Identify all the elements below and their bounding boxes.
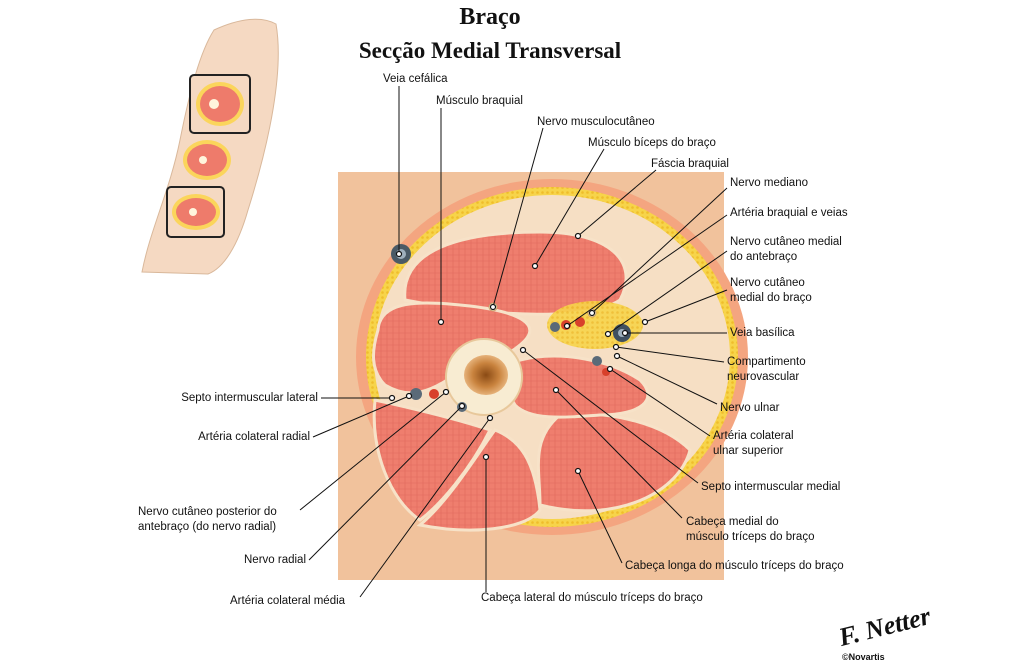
label-nervo-mediano: Nervo mediano <box>730 177 808 189</box>
label-septo-medial: Septo intermuscular medial <box>701 481 841 493</box>
label-nervo-radial: Nervo radial <box>244 554 306 566</box>
label-septo-lateral: Septo intermuscular lateral <box>181 392 318 404</box>
arm-thumbnail <box>141 18 279 275</box>
leader-lines <box>299 86 728 598</box>
label-fascia-braquial: Fáscia braquial <box>651 158 729 170</box>
label-arteria-colateral-radial: Artéria colateral radial <box>198 431 310 443</box>
label-cabeca-lateral: Cabeça lateral do músculo tríceps do bra… <box>481 592 703 604</box>
label-arteria-colateral-media: Artéria colateral média <box>230 595 346 607</box>
label-veia-basilica: Veia basílica <box>730 327 795 339</box>
label-nervo-ulnar: Nervo ulnar <box>720 402 780 414</box>
label-markers <box>388 232 649 475</box>
page-title: Braço <box>459 4 521 30</box>
page-subtitle: Secção Medial Transversal <box>358 38 622 63</box>
label-nervo-musculocutaneo: Nervo musculocutâneo <box>537 116 655 128</box>
label-musculo-braquial: Músculo braquial <box>436 95 523 107</box>
label-veia-cefalica: Veia cefálica <box>383 73 448 85</box>
label-musculo-biceps: Músculo bíceps do braço <box>588 137 716 149</box>
label-arteria-braquial: Artéria braquial e veias <box>730 207 848 219</box>
label-cabeca-longa: Cabeça longa do músculo tríceps do braço <box>625 560 844 572</box>
copyright-text: ©Novartis <box>842 652 885 662</box>
